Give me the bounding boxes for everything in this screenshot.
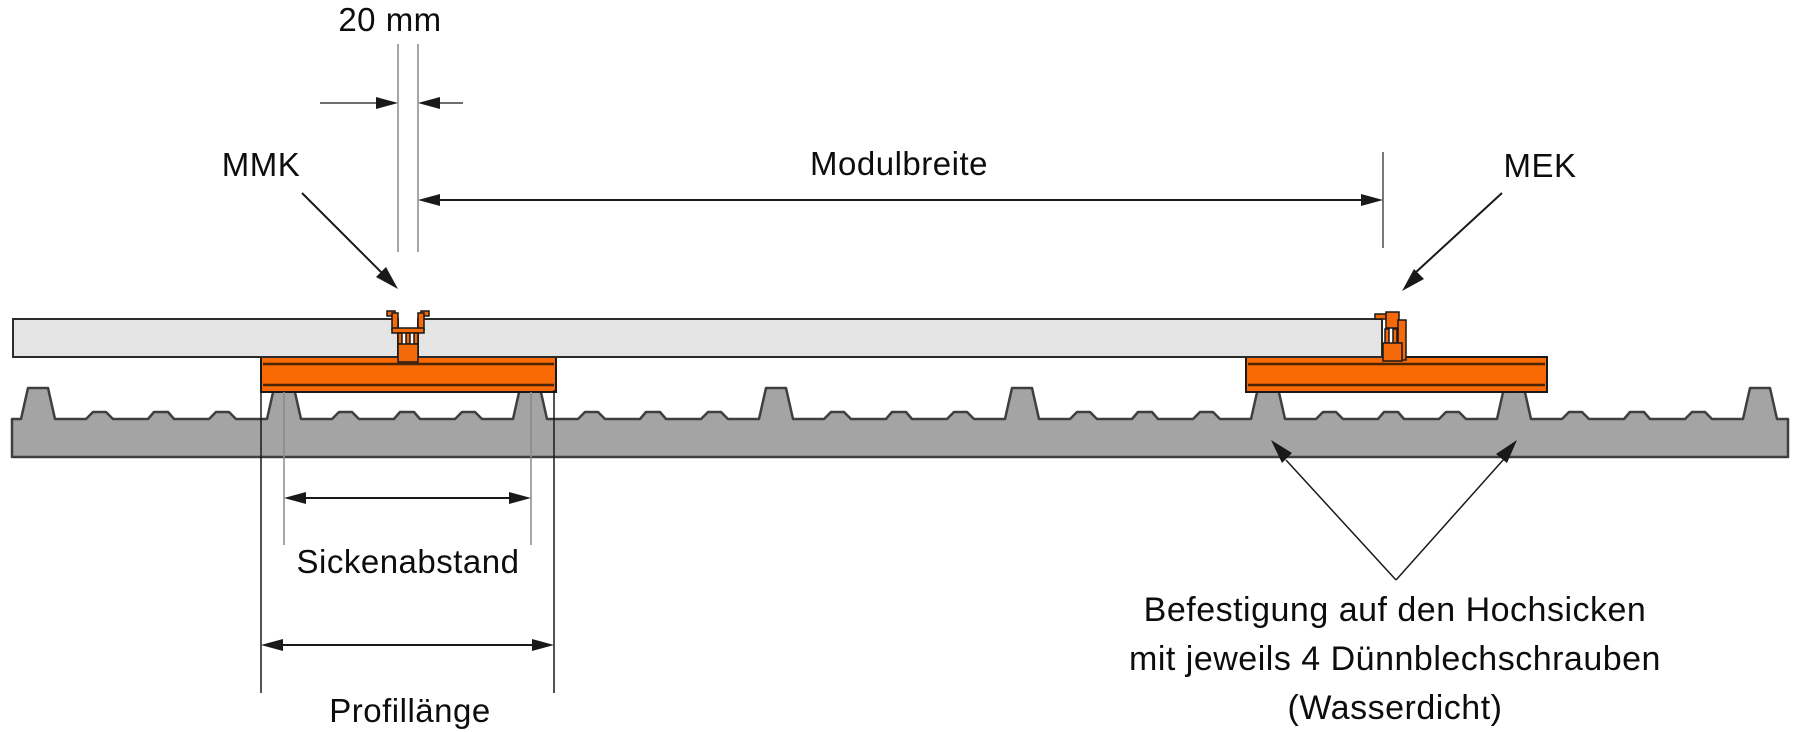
mek-end-clamp — [1374, 311, 1407, 362]
modulbreite-label: Modulbreite — [810, 145, 988, 182]
arrowhead — [1402, 269, 1424, 291]
arrowhead — [1271, 440, 1292, 463]
arrowhead — [376, 97, 398, 109]
mounting-rail-left — [260, 356, 557, 393]
mmk-middle-clamp — [386, 310, 430, 363]
arrowhead — [532, 639, 554, 651]
befestigung-note-line3: (Wasserdicht) — [1287, 689, 1503, 727]
arrowhead — [418, 97, 440, 109]
mek-label: MEK — [1503, 147, 1577, 184]
gap-dimension-label: 20 mm — [338, 1, 442, 38]
arrowhead — [284, 492, 306, 504]
befestigung-note: Befestigung auf den Hochsicken mit jewei… — [1129, 586, 1661, 732]
module-panel-right — [417, 318, 1383, 358]
mek-leader-arrow — [1402, 192, 1503, 291]
befestigung-note-line2: mit jeweils 4 Dünnblechschrauben — [1129, 640, 1661, 678]
mmk-label: MMK — [221, 146, 301, 183]
arrowhead — [261, 639, 283, 651]
arrowhead — [1496, 440, 1517, 463]
module-panel-left — [12, 318, 399, 358]
sickenabstand-dimension — [283, 392, 532, 545]
profillaenge-dimension — [260, 390, 555, 693]
sickenabstand-label: Sickenabstand — [296, 543, 520, 580]
mmk-leader-arrow — [301, 192, 398, 289]
profillaenge-label: Profillänge — [329, 692, 491, 729]
arrowhead — [1361, 194, 1383, 206]
arrowhead — [418, 194, 440, 206]
trapezoidal-sheet-profile — [10, 386, 1790, 459]
hochsicken-pointer-arrows — [1271, 440, 1517, 581]
befestigung-note-line1: Befestigung auf den Hochsicken — [1143, 591, 1647, 629]
arrowhead — [509, 492, 531, 504]
modulbreite-dimension — [418, 152, 1384, 248]
gap-dimension — [320, 44, 463, 252]
mounting-rail-right — [1245, 356, 1548, 393]
arrowhead — [376, 267, 398, 289]
